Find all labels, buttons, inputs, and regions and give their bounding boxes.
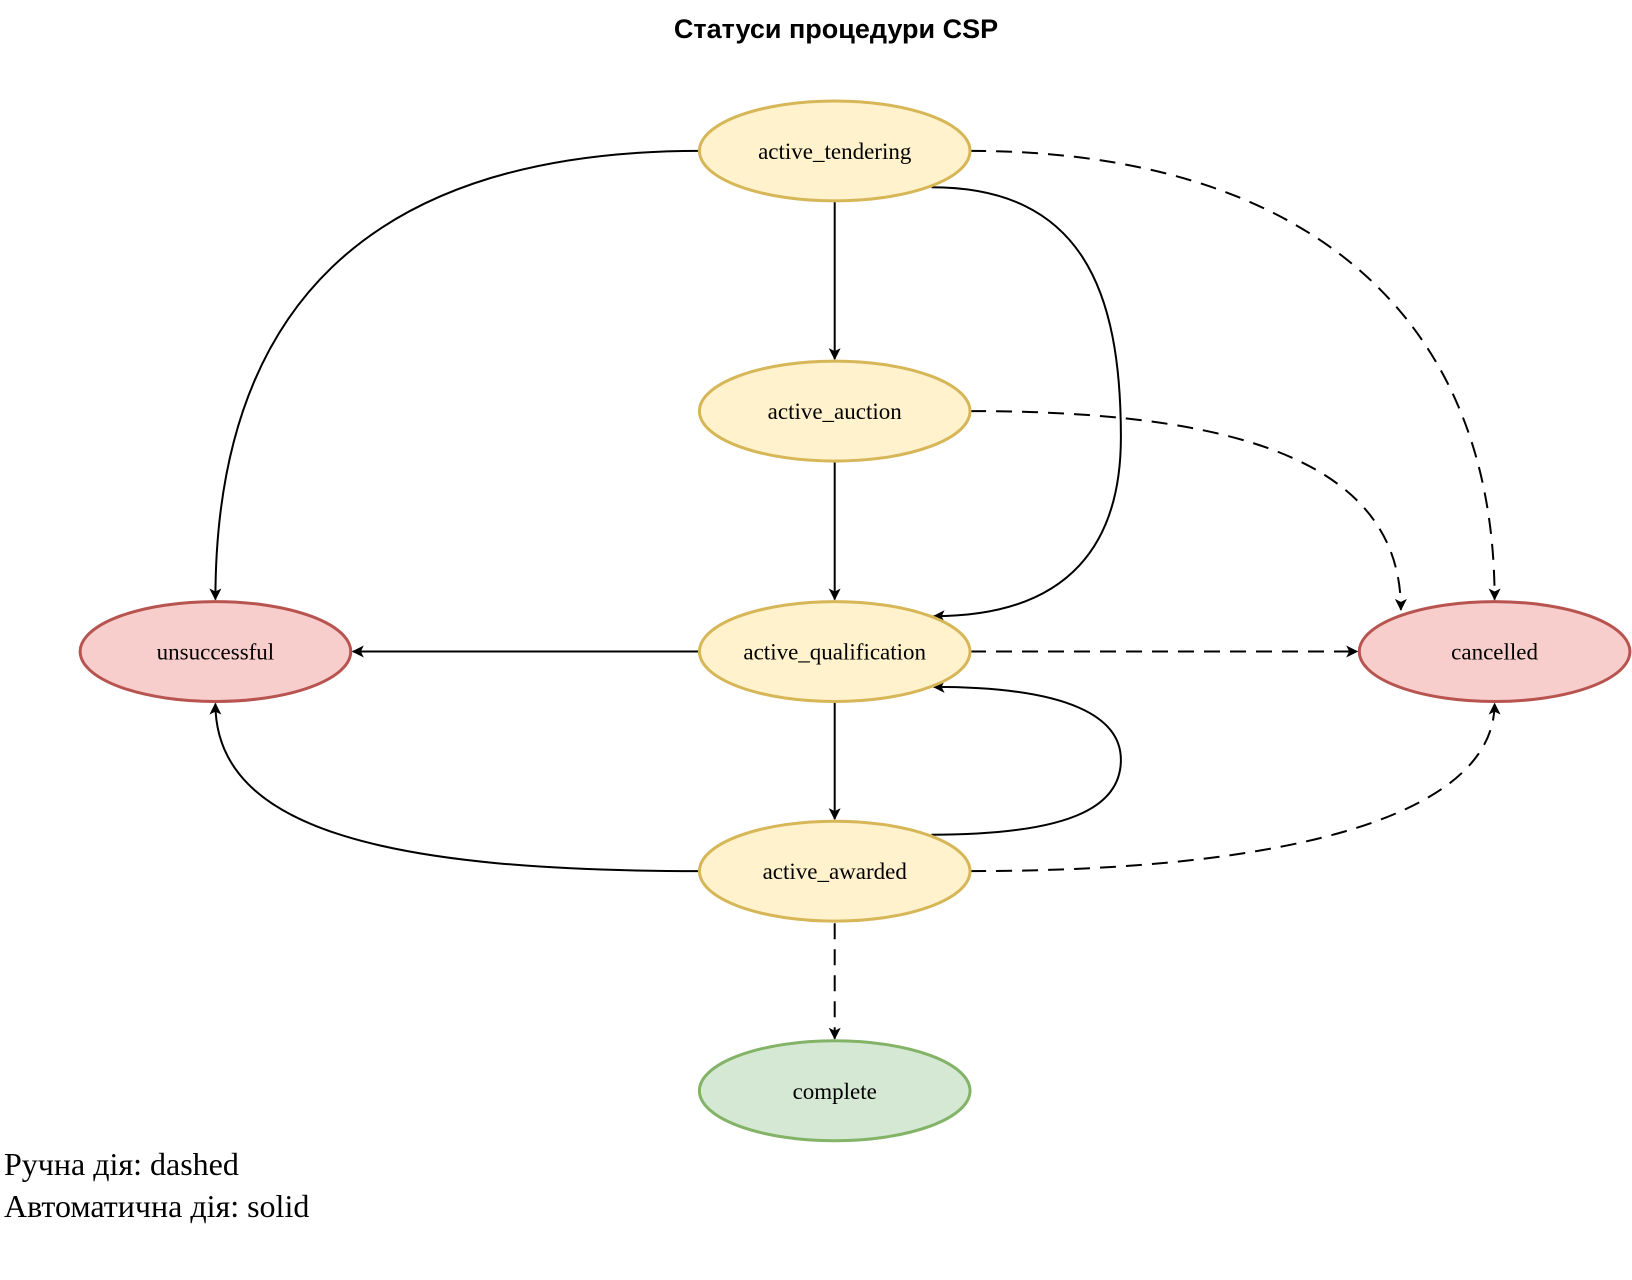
node-label: active_awarded	[763, 859, 908, 884]
node-shape	[697, 600, 972, 703]
edge-active-tendering-to-unsuccessful	[209, 149, 700, 601]
edge-active-awarded-to-unsuccessful	[209, 702, 700, 873]
node-shape	[697, 359, 972, 463]
node-shape	[78, 600, 353, 703]
node-label: active_auction	[768, 399, 903, 424]
node-cancelled[interactable]: cancelled	[1357, 600, 1632, 703]
node-active-qualification[interactable]: active_qualification	[697, 600, 972, 703]
node-unsuccessful[interactable]: unsuccessful	[78, 600, 353, 703]
node-label: complete	[793, 1079, 877, 1104]
node-label: active_tendering	[758, 139, 912, 164]
edge-active-awarded-to-active-qualification	[931, 680, 1122, 836]
diagram-title: Статуси процедури CSP	[673, 14, 999, 44]
edge-active-auction-to-cancelled	[969, 410, 1407, 611]
edge-active-tendering-to-cancelled	[969, 149, 1501, 601]
legend-auto: Автоматична дія: solid	[4, 1188, 310, 1224]
legend-manual: Ручна дія: dashed	[4, 1146, 239, 1182]
node-shape	[697, 99, 972, 203]
node-label: active_qualification	[743, 640, 926, 665]
node-complete[interactable]: complete	[697, 1039, 972, 1143]
edge-active-awarded-to-cancelled	[969, 702, 1501, 873]
node-shape	[697, 1039, 972, 1143]
node-label: unsuccessful	[157, 640, 275, 665]
node-shape	[1357, 600, 1632, 703]
node-active-auction[interactable]: active_auction	[697, 359, 972, 463]
node-active-tendering[interactable]: active_tendering	[697, 99, 972, 203]
node-label: cancelled	[1451, 640, 1538, 665]
node-active-awarded[interactable]: active_awarded	[697, 819, 972, 923]
node-shape	[697, 819, 972, 923]
edge-active-tendering-to-active-qualification	[931, 186, 1122, 623]
